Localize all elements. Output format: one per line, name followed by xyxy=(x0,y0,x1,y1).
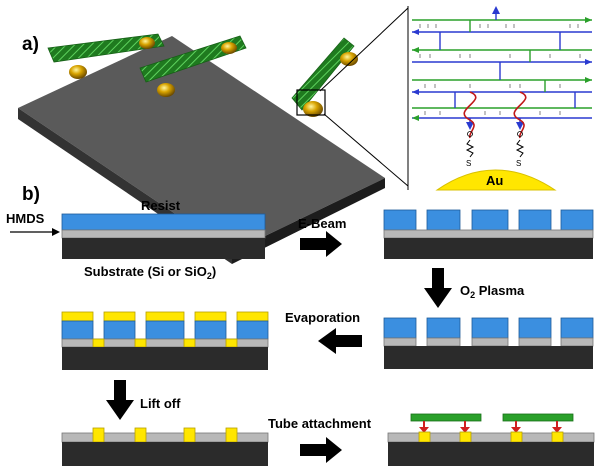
stack-tube-attached xyxy=(387,413,595,466)
nanotube-middle xyxy=(139,35,247,83)
gold-dome xyxy=(435,169,557,191)
base-ticks xyxy=(419,24,581,115)
gold-label: Au xyxy=(486,173,503,188)
ebeam-label: E-Beam xyxy=(298,216,346,231)
stack-initial xyxy=(61,213,266,259)
stack-evaporation xyxy=(61,311,269,370)
zoom-box xyxy=(296,89,326,116)
nanotube-left xyxy=(47,33,165,63)
hmds-arrow xyxy=(10,228,60,236)
thiol-linkers: S S xyxy=(463,91,527,168)
evaporation-arrow xyxy=(318,328,362,354)
ebeam-arrow xyxy=(300,231,342,257)
dna-origami xyxy=(412,6,592,130)
resist-label: Resist xyxy=(141,198,181,213)
gold-particles xyxy=(69,37,358,117)
substrate-label: Substrate (Si or SiO2) xyxy=(84,264,216,281)
panel-a-label: a) xyxy=(22,34,39,55)
plasma-label: O2 Plasma xyxy=(460,283,525,300)
zoom-inset: S S Au xyxy=(407,6,592,191)
evaporation-label: Evaporation xyxy=(285,310,360,325)
stack-ebeam xyxy=(383,209,594,259)
tube-attachment-label: Tube attachment xyxy=(268,416,372,431)
nanotube-right xyxy=(291,37,355,111)
attachment-arrows xyxy=(419,421,562,433)
liftoff-arrow xyxy=(106,380,134,420)
plasma-arrow xyxy=(424,268,452,308)
stack-plasma xyxy=(383,317,594,369)
svg-text:S: S xyxy=(466,159,471,168)
panel-b-label: b) xyxy=(22,184,40,205)
hmds-label: HMDS xyxy=(6,211,45,226)
tube-attachment-arrow xyxy=(300,437,342,463)
liftoff-label: Lift off xyxy=(140,396,181,411)
stack-liftoff xyxy=(61,427,269,466)
svg-text:S: S xyxy=(516,159,521,168)
